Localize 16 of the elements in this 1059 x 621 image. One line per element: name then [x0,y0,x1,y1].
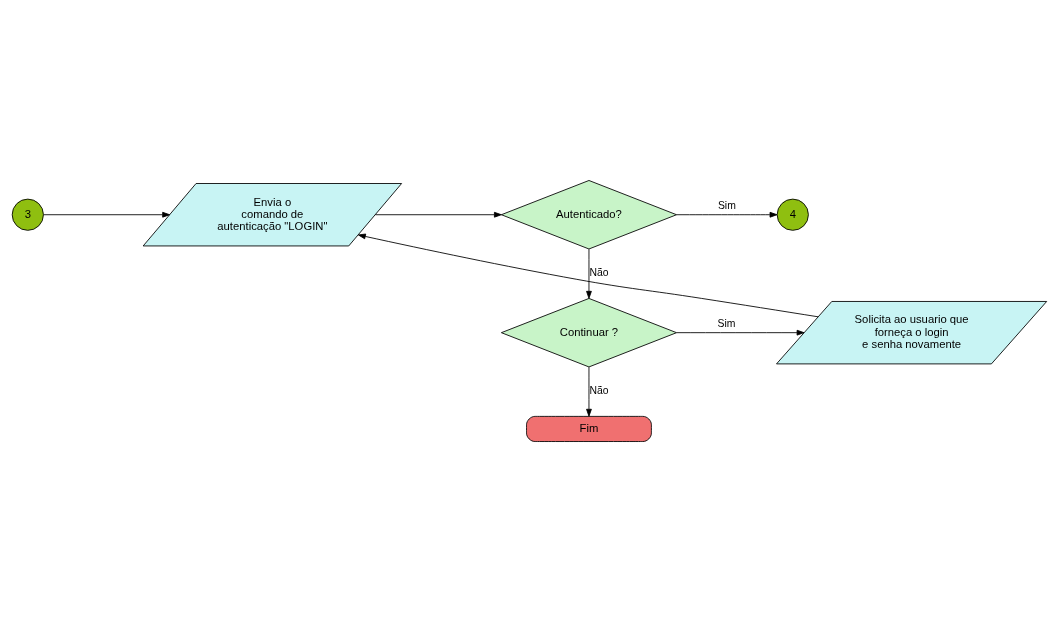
arrow [586,366,592,417]
edge-label: Sim [717,317,736,329]
node-circle: 4 [776,198,809,231]
edge-label: Sim [717,199,736,211]
arrow [358,233,819,317]
arrow [676,211,778,218]
node-circle: 3 [11,198,44,231]
node-diamond: Continuar ? [500,297,677,367]
arrow [586,248,592,299]
edge-label: Não [589,266,609,278]
node-box: Fim [526,415,652,442]
edge-label: Não [589,384,609,396]
arrow [374,211,502,218]
arrow [676,329,805,336]
node-diamond: Autenticado? [500,179,677,249]
arrow [43,211,171,218]
